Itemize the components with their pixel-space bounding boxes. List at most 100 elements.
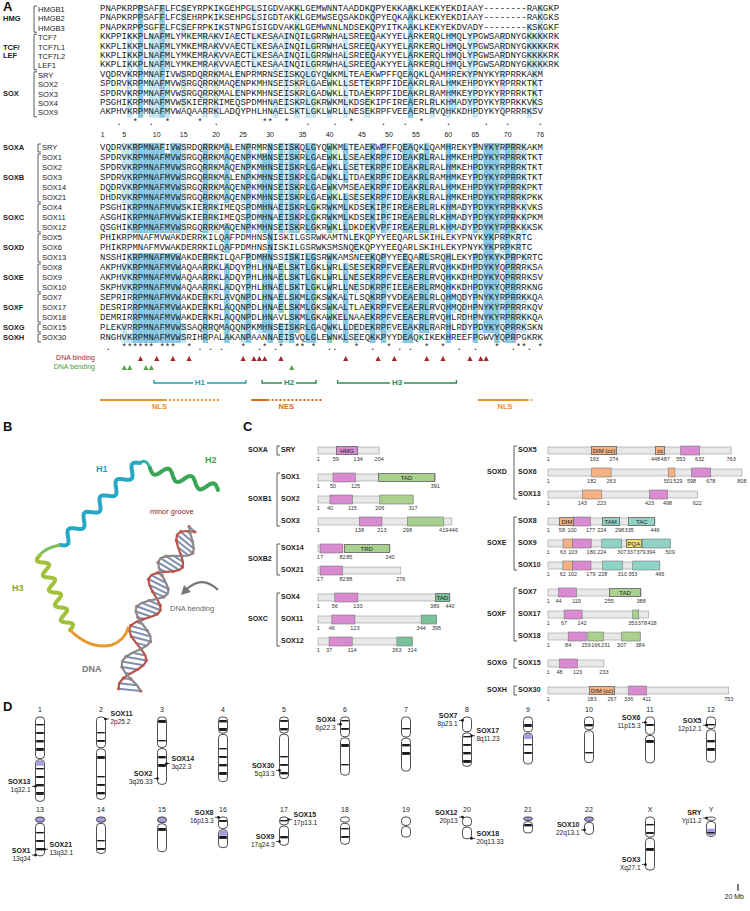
protein-name: SOX11 <box>281 615 303 623</box>
group-label: SOXB <box>3 174 35 182</box>
domain-box <box>582 490 601 499</box>
chromosome-band <box>585 752 593 753</box>
group-label: SOXH <box>3 334 35 342</box>
chromosome-band <box>97 756 105 759</box>
protein-bar <box>548 589 641 596</box>
sequence-name: SOX3 <box>42 173 62 183</box>
residue-number: 88 <box>346 576 352 582</box>
chromosome-number: 22 <box>585 806 593 814</box>
chromosome-band <box>280 764 288 766</box>
group-bracket <box>514 588 517 641</box>
chromosome-arm <box>463 717 472 732</box>
domain-box <box>573 561 592 570</box>
dna-binding-triangle <box>440 356 445 361</box>
residue-number: 1 <box>547 669 550 675</box>
domain-box <box>333 473 356 482</box>
protein-bar <box>318 518 452 525</box>
chromosome-number: 10 <box>585 706 593 714</box>
sequence-name: SOX10 <box>42 283 66 293</box>
group-label: SOXA <box>248 446 268 454</box>
protein-name: SOX4 <box>281 593 300 601</box>
chromosome-band <box>402 728 410 729</box>
chromosome-band <box>524 744 532 745</box>
group-label: SOXB2 <box>248 555 272 563</box>
domain-box <box>335 593 358 602</box>
gene-name: SOX1 <box>12 847 31 855</box>
residue-number: 1 <box>547 549 550 555</box>
protein-name: SOX1 <box>281 473 300 481</box>
chromosome-number: 21 <box>524 806 532 814</box>
chromosome-arm <box>585 822 594 834</box>
residue-number: 115 <box>348 505 357 511</box>
conservation-line: . ****** *** * . . . * .* .* ** * .. * .… <box>100 343 543 353</box>
sequence: PNAPKRPPSAFFLFCSEYRPKIKGEHPGLSIGDVAKKLGE… <box>100 5 559 14</box>
gene-name: SOX15 <box>294 811 317 819</box>
sequence: PSGHIKRPMNAFMVWSKIERRKIMEQSPDMHNAEISKRLG… <box>100 203 543 213</box>
residue-number: 808 <box>737 478 746 484</box>
protein-name: SOX13 <box>518 490 541 498</box>
dna-bending-triangle <box>289 365 294 370</box>
dna-binding-triangle <box>257 356 262 361</box>
protein-bar <box>548 469 742 476</box>
residue-number: 125 <box>351 483 360 489</box>
band-label: 3q26.33 <box>129 778 153 785</box>
heterochromatin <box>36 761 44 766</box>
residue-number: 298 <box>403 527 412 533</box>
protein-bar <box>318 567 401 574</box>
residue-number: 310 <box>618 571 627 577</box>
chromosome-band <box>707 748 715 751</box>
chromosome-band <box>707 724 715 725</box>
chromosome-band <box>646 740 654 743</box>
domain-box: TAD <box>609 588 641 597</box>
sequence: KKPLIKKPLNAFMLYMKEMRAKVVAECTLKESAAINQILG… <box>100 52 559 61</box>
residue-number: 1 <box>317 527 320 533</box>
position-number: 35 <box>299 131 307 139</box>
chromosome-arm <box>341 738 350 775</box>
sequence: DHDRVKRPMNAFMVWSRGQRRKMAQENPKMHNSEISKRLG… <box>100 193 543 203</box>
sequence-name: SRY <box>38 71 53 80</box>
residue-number: 228 <box>598 571 607 577</box>
domain-box <box>592 468 611 477</box>
legend-text: DNA bending <box>54 363 95 371</box>
protein-bar <box>318 616 437 623</box>
band-label: 20p13 <box>439 817 457 824</box>
signal-label: NLS <box>152 403 167 412</box>
sequence: SPDRVKRPMNAFMVWSRGQRRKMAQENPKMHNSEISKRLG… <box>100 163 543 173</box>
residue-number: 44 <box>555 598 561 604</box>
chromosome-number: 3 <box>160 706 164 714</box>
domain-box <box>329 637 352 646</box>
position-number: 45 <box>358 131 366 139</box>
protein-name: SOX6 <box>518 468 537 476</box>
band-label: 20q13.33 <box>477 838 504 845</box>
helix-label: H2 <box>205 455 217 465</box>
gene-name: SOX13 <box>8 778 31 786</box>
gene-name: SOX18 <box>477 830 500 838</box>
chromosome-arm <box>219 817 228 829</box>
chromosome-arm <box>97 823 106 853</box>
chromosome-band <box>280 756 288 757</box>
gene-dot <box>43 848 46 851</box>
chromosome-band <box>219 728 227 731</box>
heterochromatin <box>524 734 532 739</box>
protein-name: SRY <box>281 446 295 454</box>
gene-name: SRY <box>687 809 701 817</box>
chromosome-arm <box>463 733 472 766</box>
residue-number: 498 <box>663 500 672 506</box>
chromosome-arm <box>646 817 655 837</box>
gene-dot <box>705 724 708 727</box>
gene-name: SOX9 <box>256 833 275 841</box>
gene-dot <box>705 817 708 820</box>
sequence-name: SOX8 <box>42 263 62 273</box>
chromosome-band <box>219 756 227 758</box>
residue-number: 40 <box>327 505 333 511</box>
protein-bar <box>548 447 731 454</box>
group-bracket <box>34 72 37 117</box>
band-label: 13q34 <box>12 855 30 862</box>
dna-binding-triangle <box>343 356 348 361</box>
residue-number: 223 <box>597 500 606 506</box>
sequence: SPDRVKRPMNAFMVWSRGQRRKMAQENPKMHNSEISKRLG… <box>100 153 543 163</box>
chromosome-arm <box>97 717 106 748</box>
gene-dot <box>339 723 342 726</box>
band-label: 17q24.3 <box>251 841 275 848</box>
